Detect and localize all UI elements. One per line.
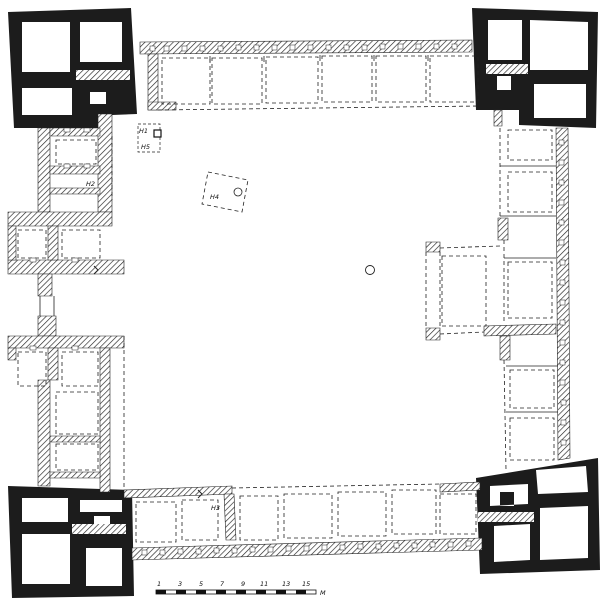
- room-label: H5: [141, 143, 150, 151]
- room-label: H1: [139, 127, 148, 135]
- room-label: H3: [211, 504, 220, 512]
- tower-northeast: [472, 8, 598, 128]
- scale-tick-label: 1: [157, 580, 161, 588]
- courtyard: [137, 123, 375, 275]
- south-range: [123, 481, 483, 561]
- scale-tick-label: 3: [178, 580, 182, 588]
- west-range: [7, 113, 125, 493]
- scale-unit: M: [320, 589, 326, 597]
- room-label: H2: [86, 180, 95, 188]
- scale-bar: 1 3 5 7 9 11 13 15 M: [155, 580, 326, 597]
- tower-northwest: [8, 8, 137, 128]
- north-range: [139, 39, 481, 111]
- scale-tick-label: 9: [241, 580, 245, 588]
- tower-southwest: [8, 486, 134, 598]
- scale-tick-label: 13: [282, 580, 290, 588]
- scale-tick-label: 11: [260, 580, 268, 588]
- east-range: [425, 109, 571, 471]
- scale-tick-label: 7: [220, 580, 225, 588]
- scale-tick-label: 15: [302, 580, 310, 588]
- room-label: H4: [210, 193, 219, 201]
- scale-tick-label: 5: [199, 580, 203, 588]
- tower-southeast: [476, 458, 600, 574]
